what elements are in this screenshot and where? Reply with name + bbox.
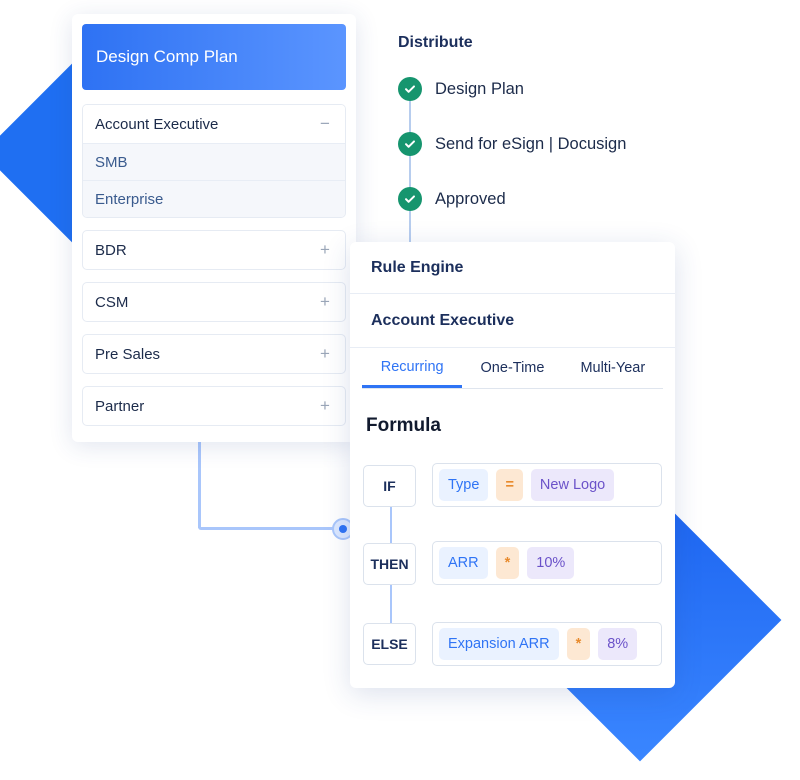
role-label: Partner bbox=[95, 397, 145, 415]
plus-icon[interactable]: + bbox=[320, 240, 330, 259]
plan-title[interactable]: Design Comp Plan bbox=[82, 24, 346, 90]
rule-expression-if[interactable]: Type = New Logo bbox=[432, 463, 662, 507]
connector-line-vertical bbox=[198, 440, 201, 528]
role-label: Pre Sales bbox=[95, 345, 161, 363]
role-item-csm[interactable]: CSM + bbox=[82, 282, 346, 322]
tab-multi-year[interactable]: Multi-Year bbox=[580, 360, 646, 376]
value-chip[interactable]: New Logo bbox=[530, 469, 615, 501]
step-design-plan: Design Plan bbox=[398, 77, 524, 101]
role-group-expanded: Account Executive − SMB Enterprise bbox=[82, 104, 346, 218]
comp-plan-card: Design Comp Plan Account Executive − SMB… bbox=[72, 14, 356, 442]
step-label: Design Plan bbox=[435, 79, 524, 98]
step-approved: Approved bbox=[398, 187, 506, 211]
keyword-else[interactable]: ELSE bbox=[363, 623, 416, 665]
check-circle-icon bbox=[398, 132, 422, 156]
rule-expression-then[interactable]: ARR * 10% bbox=[432, 541, 662, 585]
operator-chip[interactable]: = bbox=[496, 469, 523, 501]
value-chip[interactable]: 10% bbox=[527, 547, 575, 579]
check-circle-icon bbox=[398, 77, 422, 101]
plus-icon[interactable]: + bbox=[320, 292, 330, 311]
role-item-account-executive[interactable]: Account Executive − bbox=[83, 105, 345, 143]
sub-role-smb[interactable]: SMB bbox=[83, 143, 345, 180]
sub-role-enterprise[interactable]: Enterprise bbox=[83, 180, 345, 217]
role-label: BDR bbox=[95, 241, 127, 259]
minus-icon[interactable]: − bbox=[320, 114, 330, 133]
tab-recurring[interactable]: Recurring bbox=[362, 348, 463, 388]
operator-chip[interactable]: * bbox=[495, 547, 520, 579]
rule-expression-else[interactable]: Expansion ARR * 8% bbox=[432, 622, 662, 666]
plus-icon[interactable]: + bbox=[320, 396, 330, 415]
check-circle-icon bbox=[398, 187, 422, 211]
role-label: CSM bbox=[95, 293, 129, 311]
rule-engine-title: Rule Engine bbox=[350, 242, 675, 294]
rule-engine-card: Rule Engine Account Executive Recurring … bbox=[350, 242, 675, 688]
step-timeline-line bbox=[409, 88, 411, 246]
field-chip[interactable]: Type bbox=[439, 469, 489, 501]
rule-connector-line bbox=[390, 507, 392, 543]
role-item-partner[interactable]: Partner + bbox=[82, 386, 346, 426]
distribute-title: Distribute bbox=[398, 34, 473, 51]
role-item-pre-sales[interactable]: Pre Sales + bbox=[82, 334, 346, 374]
field-chip[interactable]: Expansion ARR bbox=[439, 628, 559, 660]
tab-one-time[interactable]: One-Time bbox=[480, 360, 545, 376]
keyword-then[interactable]: THEN bbox=[363, 543, 416, 585]
step-label: Send for eSign | Docusign bbox=[435, 134, 627, 153]
keyword-if[interactable]: IF bbox=[363, 465, 416, 507]
field-chip[interactable]: ARR bbox=[439, 547, 488, 579]
rule-connector-line bbox=[390, 585, 392, 623]
step-send-for-esign: Send for eSign | Docusign bbox=[398, 132, 626, 156]
connector-line-horizontal bbox=[198, 527, 343, 530]
role-label: Account Executive bbox=[95, 115, 219, 133]
operator-chip[interactable]: * bbox=[566, 628, 591, 660]
formula-title: Formula bbox=[366, 415, 441, 436]
plus-icon[interactable]: + bbox=[320, 344, 330, 363]
value-chip[interactable]: 8% bbox=[598, 628, 638, 660]
rule-engine-subtitle: Account Executive bbox=[350, 294, 675, 348]
formula-tabs: Recurring One-Time Multi-Year bbox=[362, 348, 663, 389]
step-label: Approved bbox=[435, 189, 506, 208]
role-item-bdr[interactable]: BDR + bbox=[82, 230, 346, 270]
